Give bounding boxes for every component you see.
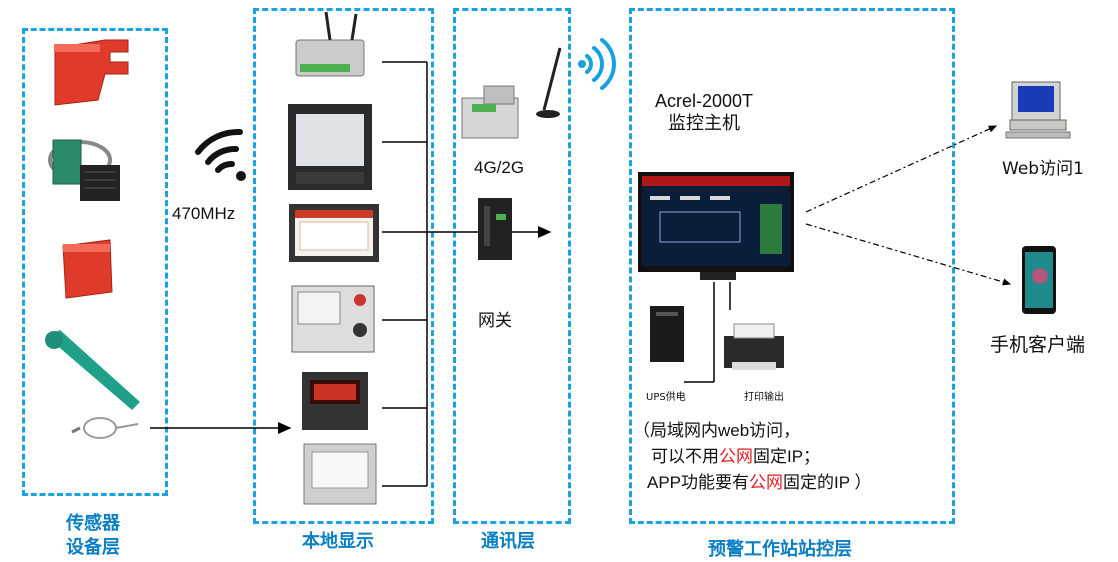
clamp-sensor-red: [54, 39, 129, 106]
note-line3: APP功能要有公网固定的IP ）: [633, 470, 872, 496]
station-layer-title: 预警工作站站控层: [708, 539, 852, 560]
web-access-label: Web访问1: [1002, 159, 1084, 179]
pc-client-icon: [1005, 81, 1071, 139]
frequency-label: 470MHz: [172, 204, 236, 223]
arrow-to-mobile: [805, 223, 1012, 286]
wifi-icon: [195, 128, 246, 181]
comm-layer-box: [453, 8, 571, 524]
host-label: Acrel-2000T 监控主机: [655, 90, 753, 134]
device-4g-module: [461, 47, 562, 139]
note-line2-b: 固定IP；: [753, 447, 821, 466]
note-line2: 可以不用公网固定IP；: [633, 444, 872, 470]
cable-tie-sensor-green: [45, 330, 140, 410]
device-hmi-screen: [289, 204, 379, 262]
note-line2-emphasis: 公网: [719, 447, 753, 466]
device-digital-meter: [302, 372, 368, 430]
device-printer: [724, 323, 784, 370]
printer-label: 打印输出: [744, 392, 784, 403]
signal-waves-icon: [578, 38, 616, 90]
cellular-label: 4G/2G: [474, 158, 525, 177]
cable-clamp-sensor: [48, 139, 120, 201]
access-note: （局域网内web访问， 可以不用公网固定IP； APP功能要有公网固定的IP ）: [633, 418, 872, 496]
sensor-layer-box: [22, 28, 168, 496]
device-touch-panel-meter: [288, 104, 372, 190]
local-bus-lines: [382, 61, 428, 487]
monitor-host-screen: [638, 172, 794, 280]
sensor-layer-title-line1: 传感器: [66, 513, 120, 534]
device-ups: [650, 306, 684, 362]
host-name: 监控主机: [668, 113, 741, 133]
device-monitor-cabinet: [303, 443, 377, 505]
note-line3-a: APP功能要有: [647, 473, 750, 492]
note-line3-b: 固定的IP ）: [783, 473, 872, 492]
probe-temp-sensor: [71, 417, 139, 439]
note-line3-emphasis: 公网: [749, 473, 784, 492]
phone-client-icon: [1022, 246, 1056, 314]
station-layer-box: [629, 8, 955, 524]
host-model: Acrel-2000T: [655, 91, 754, 111]
sensor-layer-title-line2: 设备层: [66, 537, 120, 558]
note-line2-a: 可以不用: [651, 447, 719, 466]
device-gateway: [478, 198, 512, 260]
sensor-layer-title: 传感器 设备层: [38, 512, 148, 560]
ups-label: UPS供电: [646, 392, 686, 403]
wireless-temp-sensor-red: [62, 239, 113, 299]
arrow-to-web: [805, 125, 998, 213]
local-display-box: [253, 8, 434, 524]
mobile-client-label: 手机客户端: [990, 334, 1086, 356]
local-display-title: 本地显示: [302, 531, 374, 552]
comm-layer-title: 通讯层: [481, 531, 535, 552]
device-wireless-receiver: [295, 11, 365, 77]
gateway-label: 网关: [478, 311, 512, 331]
device-switchgear-display: [291, 285, 375, 353]
note-line1: （局域网内web访问，: [633, 421, 801, 440]
